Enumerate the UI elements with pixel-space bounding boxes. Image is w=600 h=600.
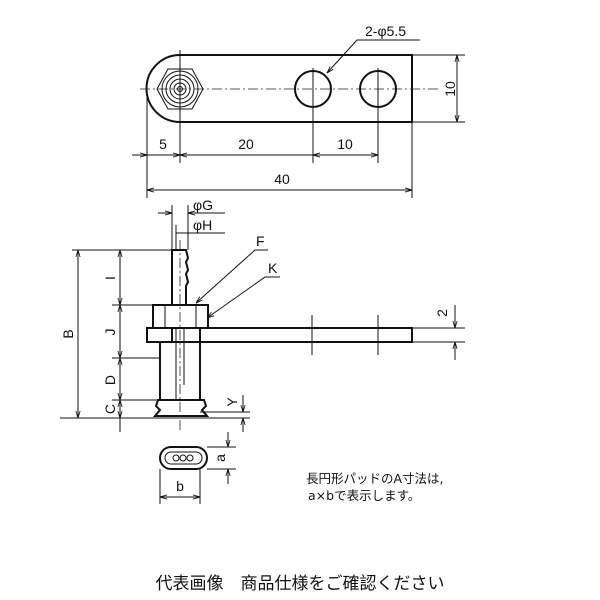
hole-callout-label: 2-φ5.5 — [365, 23, 406, 39]
note-line-1: 長円形パッドのA寸法は, — [306, 471, 444, 486]
side-view-assembly — [60, 205, 465, 432]
dim-40-label: 40 — [274, 171, 290, 187]
phi-h-label: φH — [193, 217, 212, 233]
phi-g-label: φG — [193, 197, 213, 213]
dim-10-label: 10 — [337, 136, 353, 152]
dim-5-label: 5 — [159, 136, 167, 152]
dim-width-label: 10 — [442, 81, 458, 97]
dim-thickness-label: 2 — [434, 309, 450, 317]
image-caption: 代表画像 商品仕様をご確認ください — [155, 574, 445, 594]
dim-y-label: Y — [224, 397, 240, 407]
top-view-bracket — [132, 39, 465, 198]
note-line-2: a×bで表示します。 — [308, 488, 420, 503]
label-f: F — [256, 233, 265, 249]
dim-pad-b-label: b — [176, 478, 184, 494]
label-k: K — [268, 260, 278, 276]
dim-b-label: B — [60, 329, 76, 338]
dim-a-label: a — [212, 454, 228, 462]
dim-i-label: I — [102, 276, 118, 280]
dim-d-label: D — [102, 375, 118, 385]
dim-j-label: J — [102, 329, 118, 336]
dim-c-label: C — [102, 404, 118, 414]
hex-nut-icon — [156, 68, 204, 110]
dim-20-label: 20 — [238, 136, 254, 152]
oval-pad-view — [159, 432, 236, 504]
